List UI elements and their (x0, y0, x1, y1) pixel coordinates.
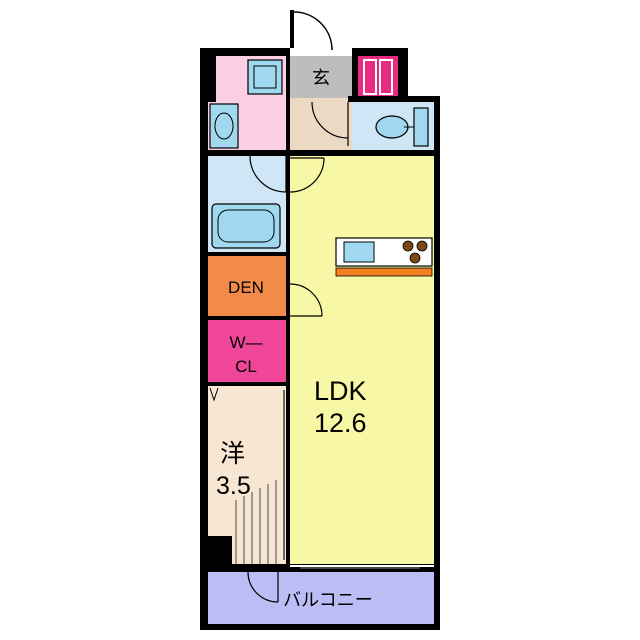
balcony-window[interactable] (290, 565, 434, 569)
bathtub-icon (211, 203, 281, 249)
western-door-marker (209, 387, 219, 402)
entrance-label: 玄 (312, 68, 330, 88)
ldk-label: LDK (314, 376, 367, 406)
den-label: DEN (228, 278, 264, 297)
western-room (208, 386, 286, 564)
sink-icon (343, 241, 375, 263)
western-size: 3.5 (216, 472, 251, 500)
ldk-room (290, 156, 434, 564)
washroom-door[interactable] (249, 155, 287, 193)
ldk-door[interactable] (289, 157, 325, 193)
den-door[interactable] (289, 283, 323, 317)
entrance-door[interactable] (290, 10, 333, 51)
ldk-size: 12.6 (314, 408, 367, 438)
balcony (208, 572, 434, 624)
western-label: 洋 (220, 440, 245, 468)
den-room (208, 256, 286, 316)
washing-machine-pan-icon (247, 59, 283, 95)
toilet-icon (375, 107, 429, 147)
balcony-label: バルコニー (283, 590, 373, 610)
kitchen-counter (335, 237, 433, 277)
washbasin-icon (209, 103, 239, 149)
balcony-door[interactable] (247, 571, 279, 603)
wcl-label-line2: CL (235, 357, 257, 376)
wcl-room (208, 320, 286, 382)
wcl-label-line1: W— (229, 333, 262, 352)
entrance-area (290, 56, 352, 98)
shoe-storage-icon (363, 59, 393, 95)
toilet-door[interactable] (311, 101, 349, 146)
stove-icon (402, 240, 428, 264)
hatched-closet (235, 480, 277, 564)
